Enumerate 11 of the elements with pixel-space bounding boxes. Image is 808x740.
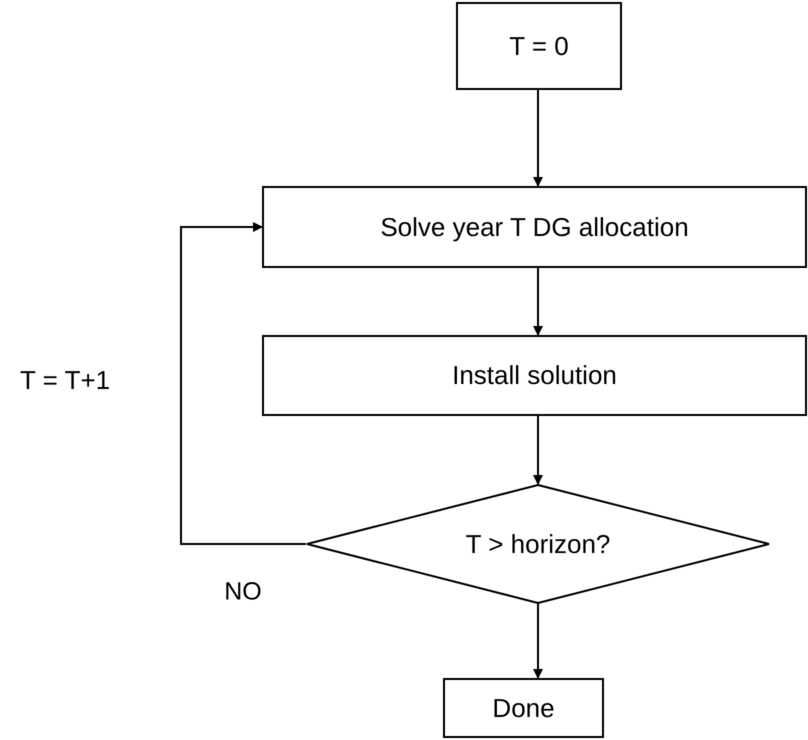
arrow bbox=[533, 268, 543, 336]
node-text: Install solution bbox=[452, 359, 617, 392]
node-text: Solve year T DG allocation bbox=[380, 210, 689, 244]
arrow bbox=[533, 604, 543, 679]
node-text: Done bbox=[492, 692, 555, 724]
node-text: T > horizon? bbox=[466, 528, 610, 560]
loop-label: T = T+1 bbox=[20, 364, 110, 396]
node-text: T = 0 bbox=[509, 30, 569, 62]
arrow bbox=[533, 416, 543, 485]
arrow bbox=[180, 222, 306, 545]
arrow bbox=[533, 90, 543, 187]
